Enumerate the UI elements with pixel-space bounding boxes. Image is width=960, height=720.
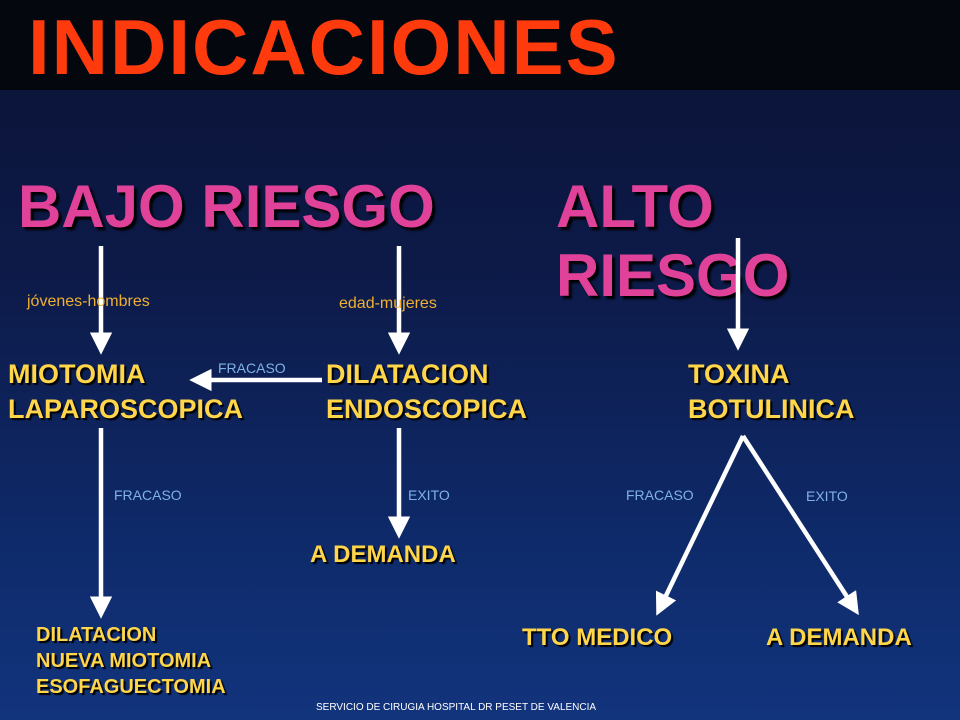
failure-option-2: NUEVA MIOTOMIA [36,650,212,672]
heading-alto-riesgo: ALTO RIESGO [556,173,790,309]
node-miotomia: MIOTOMIA LAPAROSCOPICA [8,357,243,427]
node-toxina: TOXINA BOTULINICA [688,357,854,427]
heading-bajo-riesgo: BAJO RIESGO [18,173,435,240]
label-fracaso-miotomia: FRACASO [114,487,182,503]
label-young-men: jóvenes-hombres [27,293,150,310]
node-failure-options: DILATACION NUEVA MIOTOMIA ESOFAGUECTOMIA [36,622,226,700]
title-band [0,0,960,90]
arrow-toxina-to-demanda [741,434,859,616]
footer-credit: SERVICIO DE CIRUGIA HOSPITAL DR PESET DE… [316,702,597,713]
label-exito-dilatacion: EXITO [408,487,450,503]
node-toxina-line-1: TOXINA [688,359,790,389]
failure-option-3: ESOFAGUECTOMIA [36,676,226,698]
node-toxina-line-2: BOTULINICA [688,394,855,424]
node-dilatacion: DILATACION ENDOSCOPICA [326,357,527,427]
node-a-demanda-right: A DEMANDA [766,624,912,651]
node-miotomia-line-1: MIOTOMIA [8,359,146,389]
label-fracaso-dilatacion: FRACASO [218,360,286,376]
slide-title: INDICACIONES [28,3,620,91]
failure-option-1: DILATACION [36,624,157,646]
label-fracaso-toxina: FRACASO [626,487,694,503]
arrow-toxina-to-tto-medico [655,435,746,616]
label-age-women: edad-mujeres [339,295,437,312]
label-exito-toxina: EXITO [806,488,848,504]
node-a-demanda-center: A DEMANDA [310,541,456,568]
node-miotomia-line-2: LAPAROSCOPICA [8,394,244,424]
node-tto-medico: TTO MEDICO [522,624,673,651]
node-dilatacion-line-2: ENDOSCOPICA [326,394,528,424]
node-dilatacion-line-1: DILATACION [326,359,489,389]
